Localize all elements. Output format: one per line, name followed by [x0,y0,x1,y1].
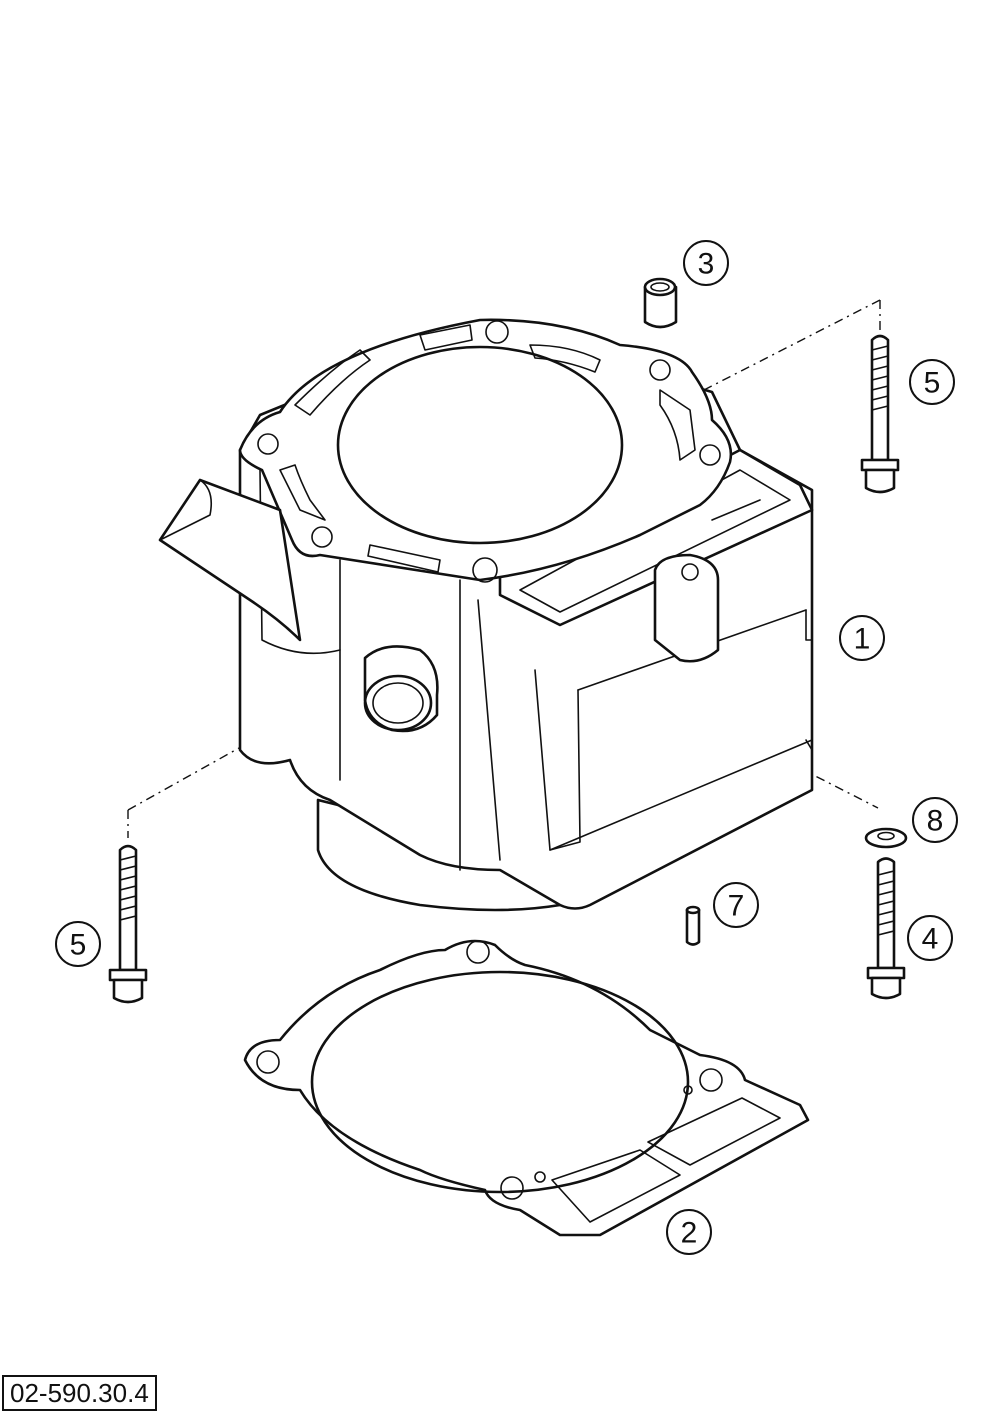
callout-5-top-label: 5 [924,367,941,400]
callout-5-top: 5 [909,359,955,405]
bolt-part-left [108,844,148,1004]
base-gasket-part [243,939,810,1237]
callout-5-left-label: 5 [70,929,87,962]
callout-4: 4 [907,915,953,961]
callout-4-label: 4 [922,923,939,956]
drawing-number-label: 02-590.30.4 [2,1375,157,1411]
callout-8-label: 8 [927,805,944,838]
callout-7-label: 7 [728,890,745,923]
callout-7: 7 [713,882,759,928]
cylinder-part [158,318,814,912]
callout-8: 8 [912,797,958,843]
callout-3: 3 [683,240,729,286]
callout-5-left: 5 [55,921,101,967]
bolt-part-4 [866,857,906,1000]
callout-1-label: 1 [854,623,871,656]
callout-3-label: 3 [698,248,715,281]
washer-part [864,827,908,849]
pin-part [685,905,701,946]
bolt-part-top [860,334,900,494]
dowel-sleeve-part [643,277,678,329]
callout-2-label: 2 [681,1217,698,1250]
callout-2: 2 [666,1209,712,1255]
callout-1: 1 [839,615,885,661]
